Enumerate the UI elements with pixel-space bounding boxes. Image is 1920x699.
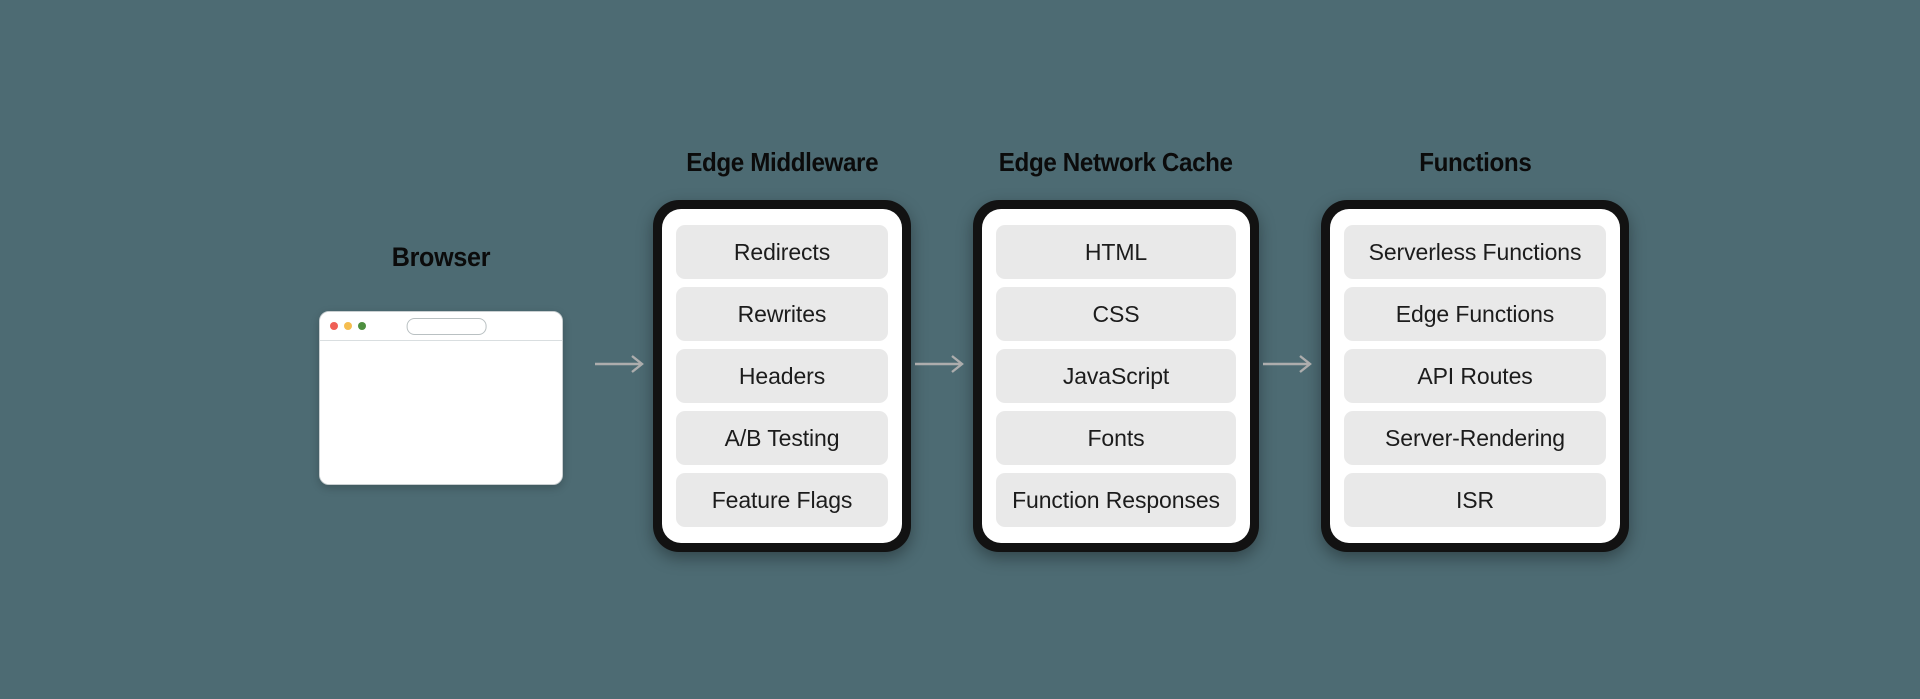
arrow-right-icon — [595, 354, 644, 373]
close-dot-icon[interactable] — [330, 322, 338, 330]
list-item[interactable]: CSS — [996, 287, 1236, 341]
card-edge-network-cache: Edge Network Cache HTML CSS JavaScript F… — [973, 147, 1259, 552]
browser-title: Browser — [391, 242, 491, 272]
minimize-dot-icon[interactable] — [344, 322, 352, 330]
card-edge-middleware: Edge Middleware Redirects Rewrites Heade… — [653, 147, 911, 552]
list-item[interactable]: Serverless Functions — [1344, 225, 1606, 279]
card-body-functions: Serverless Functions Edge Functions API … — [1330, 209, 1620, 543]
card-functions: Functions Serverless Functions Edge Func… — [1321, 147, 1629, 552]
url-input[interactable] — [406, 317, 487, 335]
list-item[interactable]: HTML — [996, 225, 1236, 279]
maximize-dot-icon[interactable] — [358, 322, 366, 330]
list-item[interactable]: Function Responses — [996, 473, 1236, 527]
arrow-middleware-to-cache — [911, 344, 973, 384]
list-item[interactable]: Edge Functions — [1344, 287, 1606, 341]
list-item[interactable]: Headers — [676, 349, 888, 403]
list-item[interactable]: JavaScript — [996, 349, 1236, 403]
card-title-functions: Functions — [1418, 147, 1532, 177]
card-body-edge-network-cache: HTML CSS JavaScript Fonts Function Respo… — [982, 209, 1250, 543]
card-shell-edge-network-cache: HTML CSS JavaScript Fonts Function Respo… — [973, 200, 1259, 552]
browser-window — [319, 311, 563, 485]
card-shell-edge-middleware: Redirects Rewrites Headers A/B Testing F… — [653, 200, 911, 552]
arrow-browser-to-middleware — [591, 344, 653, 384]
list-item[interactable]: Rewrites — [676, 287, 888, 341]
list-item[interactable]: ISR — [1344, 473, 1606, 527]
list-item[interactable]: Feature Flags — [676, 473, 888, 527]
arrow-right-icon — [1263, 354, 1312, 373]
card-body-edge-middleware: Redirects Rewrites Headers A/B Testing F… — [662, 209, 902, 543]
card-title-edge-network-cache: Edge Network Cache — [999, 147, 1233, 177]
browser-chrome — [320, 312, 562, 341]
browser-viewport — [320, 341, 562, 484]
list-item[interactable]: Server-Rendering — [1344, 411, 1606, 465]
traffic-light-group — [330, 322, 366, 330]
list-item[interactable]: Fonts — [996, 411, 1236, 465]
arrow-right-icon — [915, 354, 964, 373]
list-item[interactable]: Redirects — [676, 225, 888, 279]
browser-stage: Browser — [291, 104, 591, 624]
list-item[interactable]: API Routes — [1344, 349, 1606, 403]
list-item[interactable]: A/B Testing — [676, 411, 888, 465]
arrow-cache-to-functions — [1259, 344, 1321, 384]
card-title-edge-middleware: Edge Middleware — [686, 147, 878, 177]
card-shell-functions: Serverless Functions Edge Functions API … — [1321, 200, 1629, 552]
